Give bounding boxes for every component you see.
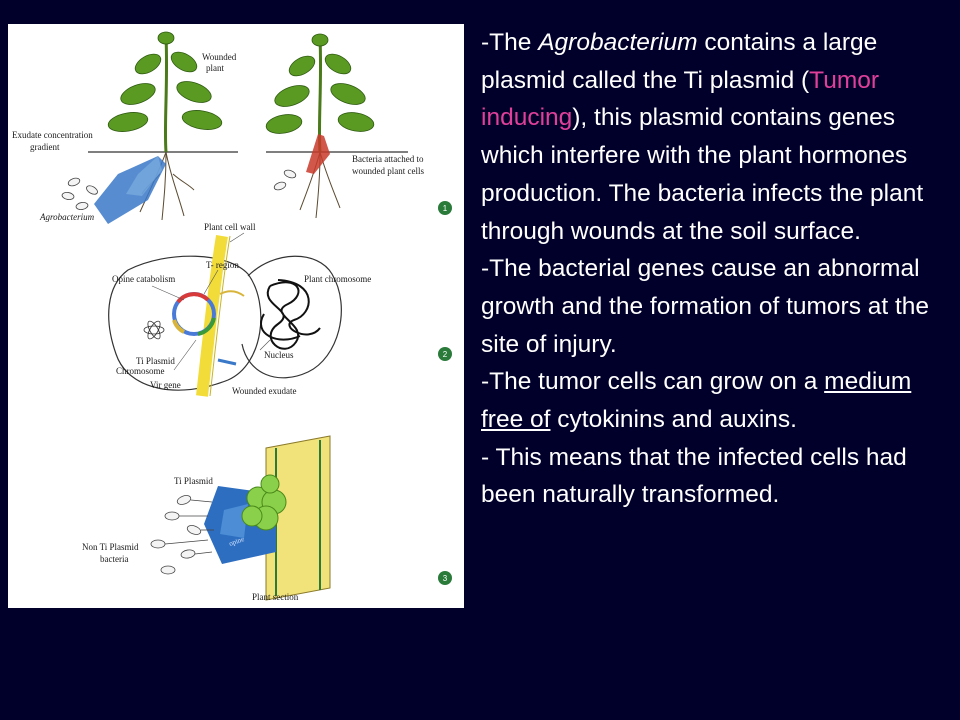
- agrobacterium-label: Agrobacterium: [39, 212, 95, 222]
- figure-illustration: Exudate concentration gradient Wounded p…: [12, 31, 452, 602]
- paragraph-4: - This means that the infected cells had…: [481, 443, 907, 509]
- ti-plasmid-label: Ti Plasmid: [136, 356, 175, 366]
- plant-chromosome-label: Plant chromosome: [304, 274, 371, 284]
- opine-catabolism-label: Opine catabolism: [112, 274, 175, 284]
- p3-medium-free-of: medium free of: [481, 368, 912, 434]
- nucleus-label: Nucleus: [264, 350, 294, 360]
- agrobacterium-figure: Exudate concentration gradient Wounded p…: [8, 24, 464, 608]
- gradient-label: gradient: [30, 142, 60, 152]
- slide-text: -The Agrobacterium contains a large plas…: [481, 24, 951, 514]
- panel-1-number: 1: [443, 204, 448, 213]
- wounded-exudate-label: Wounded exudate: [232, 386, 297, 396]
- p3-c: cytokinins and auxins.: [550, 406, 797, 434]
- p1-tumor-inducing: Tumor inducing: [481, 66, 880, 132]
- p3-a: -The tumor cells can grow on a: [481, 368, 825, 396]
- wounded-plant-label: Wounded: [202, 52, 237, 62]
- panel-1: Exudate concentration gradient Wounded p…: [12, 31, 452, 224]
- panel-3-number: 3: [443, 574, 448, 583]
- vir-gene-label: Vir gene: [150, 380, 181, 390]
- plant-section-label: Plant section: [252, 592, 299, 602]
- bacteria-attached-label: Bacteria attached to: [352, 154, 424, 164]
- wounded-plant-label-2: plant: [206, 63, 224, 73]
- paragraph-1: -The Agrobacterium contains a large plas…: [481, 24, 951, 250]
- bacteria-attached-label-2: wounded plant cells: [352, 166, 424, 176]
- p1-e: ), this plasmid contains genes which int…: [481, 104, 924, 245]
- panel-3: Ti Plasmid Non Ti Plasmid bacteria opine…: [82, 435, 452, 602]
- chromosome-label: Chromosome: [116, 366, 165, 376]
- paragraph-2: -The bacterial genes cause an abnormal g…: [481, 255, 930, 358]
- exudate-label: Exudate concentration: [12, 130, 93, 140]
- t-region-label: T- region: [206, 260, 239, 270]
- paragraph-3: -The tumor cells can grow on a medium fr…: [481, 363, 951, 438]
- p1-agrobacterium: Agrobacterium: [538, 29, 698, 56]
- p1-c: contains a large plasmid called the Ti p…: [481, 29, 878, 94]
- panel-2-number: 2: [443, 350, 448, 359]
- bacteria-label: bacteria: [100, 554, 128, 564]
- plant-cell-wall-label: Plant cell wall: [204, 222, 256, 232]
- non-ti-plasmid-label: Non Ti Plasmid: [82, 542, 139, 552]
- panel-2: Plant cell wall T- region Opine cataboli…: [108, 222, 452, 397]
- p1-a: -The: [481, 29, 539, 56]
- ti-plasmid-label-3: Ti Plasmid: [174, 476, 213, 486]
